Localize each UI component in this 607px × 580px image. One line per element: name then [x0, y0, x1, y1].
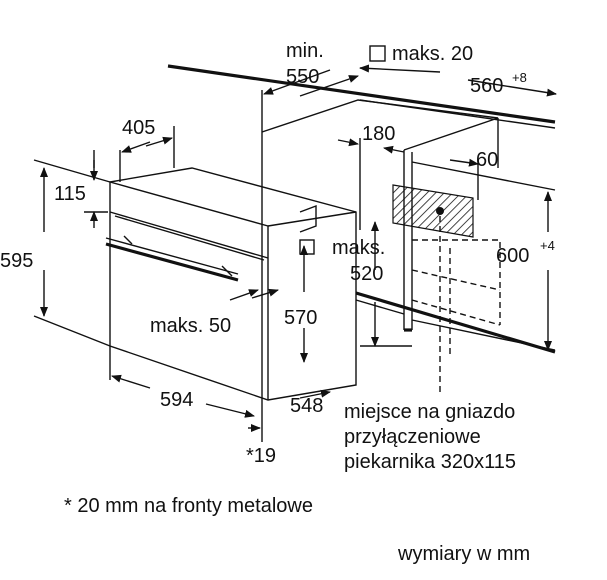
label-60: 60 — [476, 149, 498, 171]
label-180: 180 — [362, 123, 395, 145]
socket-note-line1: miejsce na gniazdo — [344, 401, 515, 423]
footnote: * 20 mm na fronty metalowe — [64, 495, 313, 517]
label-560-sup: +8 — [512, 70, 527, 85]
label-maks50: maks. 50 — [150, 315, 231, 337]
label-594: 594 — [160, 389, 193, 411]
label-595: 595 — [0, 250, 33, 272]
label-550: 550 — [286, 66, 319, 88]
socket-note-line2: przyłączeniowe — [344, 426, 481, 448]
socket-note-line3: piekarnika 320x115 — [344, 451, 516, 473]
label-600-sup: +4 — [540, 238, 555, 253]
label-560: 560 — [470, 75, 503, 97]
dimension-labels: min. 550 maks. 20 560 +8 405 180 60 115 … — [0, 40, 555, 467]
label-maks: maks. — [332, 237, 385, 259]
socket-area — [392, 184, 501, 395]
label-19: *19 — [246, 445, 276, 467]
label-600: 600 — [496, 245, 529, 267]
socket-note: miejsce na gniazdo przyłączeniowe piekar… — [344, 401, 516, 473]
label-maks20: maks. 20 — [392, 43, 473, 65]
oven-handle — [105, 235, 239, 282]
label-570: 570 — [284, 307, 317, 329]
oven-body — [109, 167, 357, 401]
units-note: wymiary w mm — [397, 543, 530, 565]
label-405: 405 — [122, 117, 155, 139]
label-115: 115 — [54, 183, 86, 205]
label-548: 548 — [290, 395, 323, 417]
dimension-lines — [33, 64, 557, 442]
label-min: min. — [286, 40, 324, 62]
label-520: 520 — [350, 263, 383, 285]
square-symbol — [369, 45, 386, 62]
cabinet-niche — [261, 99, 556, 412]
